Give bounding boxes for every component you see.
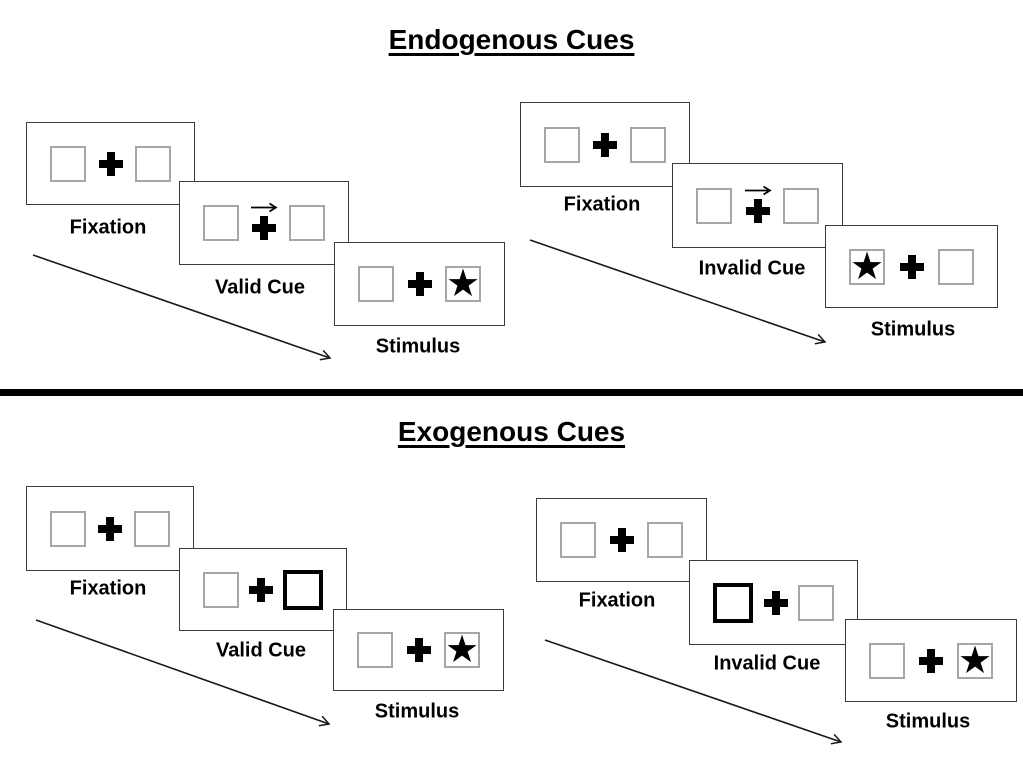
star-stimulus-icon: ★ (957, 637, 993, 682)
endogenous-invalid-cue-panel (672, 163, 843, 248)
arrow-cue-stack (743, 185, 773, 223)
fixation-cross-icon (406, 638, 431, 662)
fixation-label: Fixation (69, 577, 147, 600)
exogenous-invalid-cue-panel (689, 560, 858, 645)
star-stimulus-icon: ★ (445, 261, 481, 305)
endogenous-valid-cue-panel (179, 181, 349, 265)
endogenous-invalid-stimulus-panel: ★ (825, 225, 998, 308)
exogenous-valid-cue-panel (179, 548, 347, 631)
exogenous-valid-fixation-panel (26, 486, 194, 571)
left-placeholder-box (358, 266, 394, 302)
right-placeholder-box (289, 205, 325, 241)
section-divider (0, 389, 1023, 396)
right-target-box: ★ (957, 637, 993, 682)
right-placeholder-box (783, 187, 819, 224)
fixation-label: Fixation (578, 589, 656, 612)
right-placeholder-box (798, 584, 834, 621)
star-stimulus-icon: ★ (444, 627, 480, 671)
exogenous-valid-stimulus-panel: ★ (333, 609, 504, 691)
endogenous-valid-timeline-arrow (32, 254, 332, 361)
fixation-cross-icon (98, 151, 123, 176)
right-placeholder-box (938, 248, 974, 285)
valid-cue-label: Valid Cue (214, 276, 306, 299)
valid-cue-label: Valid Cue (215, 639, 307, 662)
star-stimulus-icon: ★ (849, 243, 885, 288)
right-arrow-icon (744, 185, 772, 195)
invalid-cue-label: Invalid Cue (698, 257, 806, 280)
right-arrow-icon (251, 202, 278, 213)
right-target-box: ★ (444, 627, 480, 671)
left-placeholder-box (203, 571, 239, 608)
fixation-cross-icon (763, 590, 788, 615)
right-placeholder-box (630, 126, 666, 163)
fixation-label: Fixation (563, 193, 641, 216)
endogenous-invalid-fixation-panel (520, 102, 690, 187)
stimulus-label: Stimulus (870, 318, 956, 341)
exogenous-invalid-stimulus-panel: ★ (845, 619, 1017, 702)
endogenous-valid-stimulus-panel: ★ (334, 242, 505, 326)
left-placeholder-box (560, 522, 596, 558)
fixation-cross-icon (745, 198, 770, 223)
left-highlighted-cue-box (713, 582, 753, 623)
fixation-cross-icon (899, 254, 924, 279)
invalid-cue-label: Invalid Cue (713, 652, 821, 675)
fixation-cross-icon (919, 648, 943, 673)
left-placeholder-box (50, 145, 86, 182)
exogenous-section-title: Exogenous Cues (397, 416, 626, 447)
fixation-cross-icon (407, 272, 432, 296)
right-placeholder-box (647, 522, 683, 558)
left-placeholder-box (544, 126, 580, 163)
stimulus-label: Stimulus (374, 700, 460, 723)
left-target-box: ★ (849, 243, 885, 288)
stimulus-label: Stimulus (885, 710, 971, 733)
arrow-cue-stack (249, 202, 279, 240)
exogenous-valid-timeline-arrow (35, 619, 331, 727)
right-placeholder-box (135, 145, 171, 182)
right-placeholder-box (134, 510, 170, 547)
endogenous-invalid-timeline-arrow (529, 239, 827, 345)
exogenous-invalid-fixation-panel (536, 498, 707, 582)
endogenous-valid-fixation-panel (26, 122, 195, 205)
right-target-box: ★ (445, 261, 481, 305)
left-placeholder-box (696, 187, 732, 224)
fixation-label: Fixation (69, 216, 147, 239)
left-placeholder-box (50, 510, 86, 547)
fixation-cross-icon (593, 132, 617, 157)
right-highlighted-cue-box (283, 569, 323, 610)
stimulus-label: Stimulus (375, 335, 461, 358)
left-placeholder-box (357, 632, 393, 668)
fixation-cross-icon (249, 577, 273, 602)
left-placeholder-box (869, 642, 905, 679)
endogenous-section-title: Endogenous Cues (388, 24, 635, 55)
fixation-cross-icon (252, 216, 276, 240)
fixation-cross-icon (609, 528, 634, 552)
left-placeholder-box (203, 205, 239, 241)
fixation-cross-icon (98, 516, 122, 541)
